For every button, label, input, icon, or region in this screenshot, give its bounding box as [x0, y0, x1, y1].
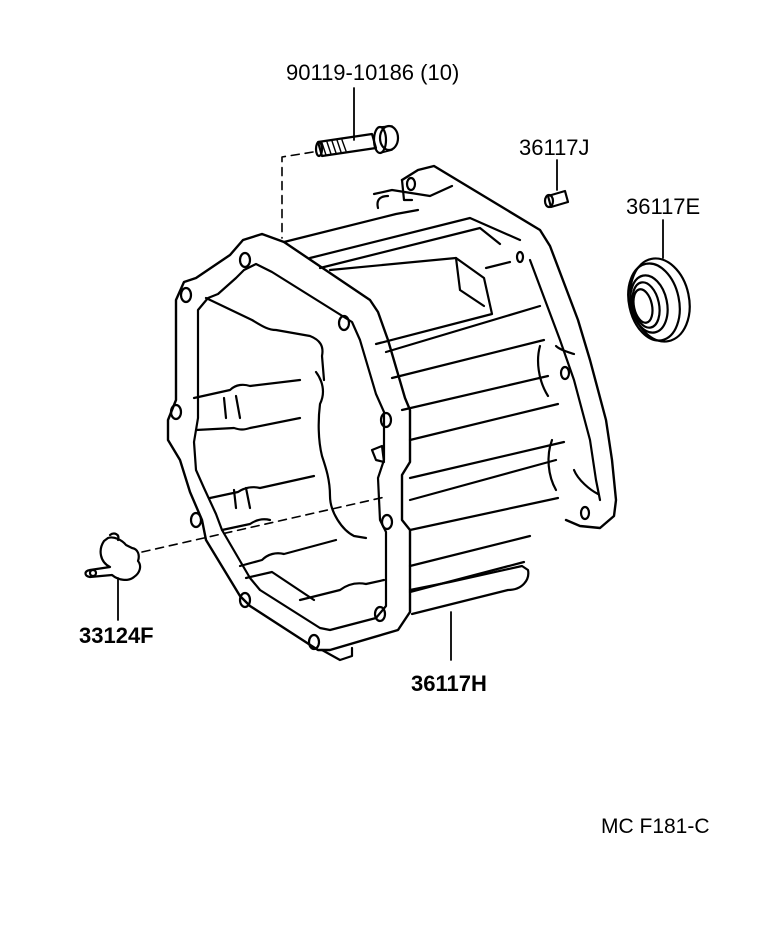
housing-part-icon — [166, 164, 618, 662]
pin-part-icon — [543, 159, 570, 209]
pin-part-number-label: 36117J — [519, 135, 590, 160]
bolt-part-icon — [281, 87, 400, 239]
housing-part-number-label: 36117H — [411, 671, 487, 696]
oil-seal-part-icon — [627, 219, 691, 343]
oil-seal-part-number-label: 36117E — [626, 194, 701, 219]
bolt-part-number-label: 90119-10186 (10) — [286, 60, 460, 85]
figure-code-label: MC F181-C — [601, 815, 710, 838]
clip-part-number-label: 33124F — [79, 623, 154, 648]
clip-part-icon — [84, 496, 386, 621]
